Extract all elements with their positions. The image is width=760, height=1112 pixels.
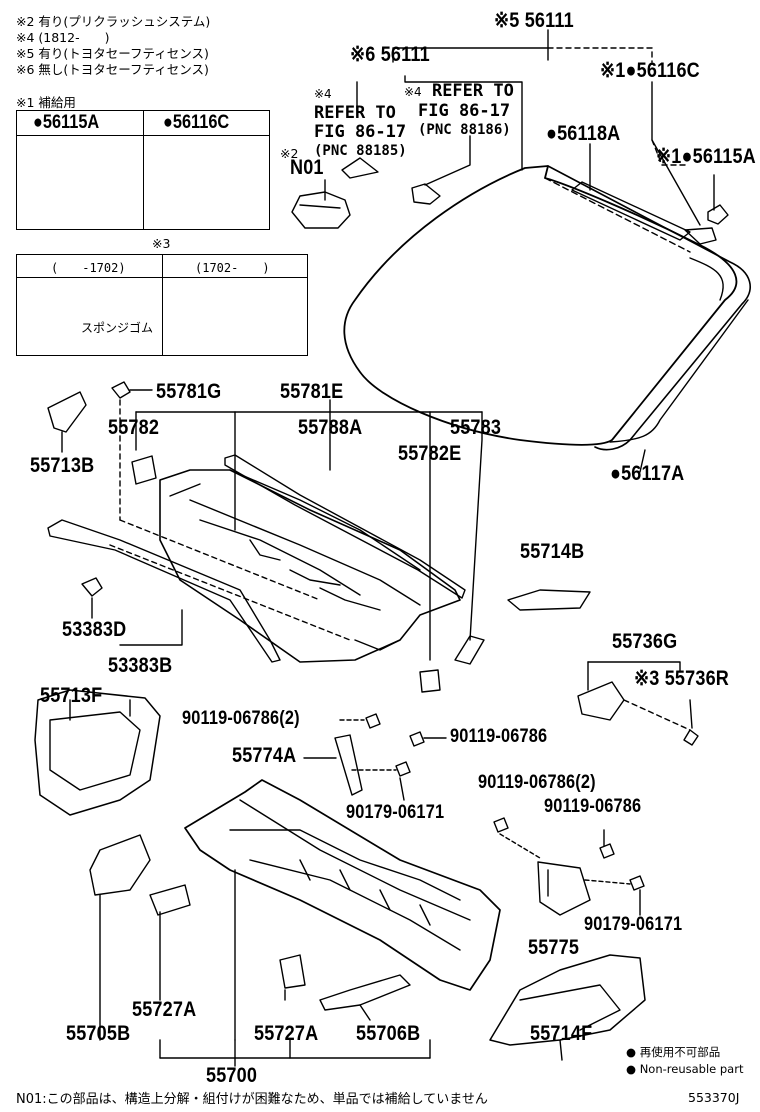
part-label-55781e: 55781E bbox=[280, 380, 344, 403]
supply-note: ※1 補給用 bbox=[16, 95, 76, 110]
cowl-louver-55781e bbox=[159, 469, 461, 663]
clip-box-note: ※3 bbox=[152, 236, 171, 251]
part-label-55788a: 55788A bbox=[298, 416, 363, 439]
ref-mark: ※4 bbox=[404, 85, 422, 99]
dash-panel-55700 bbox=[184, 779, 501, 991]
part-label-55713b: 55713B bbox=[30, 454, 95, 477]
part-label-55714f: 55714F bbox=[530, 1022, 593, 1045]
part-label-55700: 55700 bbox=[206, 1064, 258, 1087]
part-label-56116c: ※1●56116C bbox=[600, 59, 700, 82]
ref-line: REFER TO bbox=[314, 103, 396, 123]
moulding-56118a bbox=[571, 181, 691, 241]
windshield-glass bbox=[343, 165, 751, 451]
part-label-90119-06786-2a: 90119-06786(2) bbox=[182, 708, 300, 729]
part-label-55783: 55783 bbox=[450, 416, 502, 439]
part-label-55736r: ※3 55736R bbox=[634, 667, 730, 690]
part-label-55782e: 55782E bbox=[398, 442, 462, 465]
refer-to-right: ※4 REFER TO FIG 86-17 (PNC 88186) bbox=[404, 82, 514, 140]
note-line: ※5 有り(トヨタセーフティセンス) bbox=[16, 46, 209, 61]
part-label-55781g: 55781G bbox=[156, 380, 222, 403]
part-label-55713f: 55713F bbox=[40, 684, 103, 707]
part-label-55714b: 55714B bbox=[520, 540, 585, 563]
note-line: ※2 有り(プリクラッシュシステム) bbox=[16, 14, 211, 29]
clip-variant-box: ( -1702) (1702- ) スポンジゴム bbox=[16, 254, 308, 356]
legend-line: ● 再使用不可部品 bbox=[626, 1045, 721, 1059]
clip-period-early: ( -1702) bbox=[51, 261, 126, 275]
part-label-55782: 55782 bbox=[108, 416, 160, 439]
part-label-90179-06171a: 90179-06171 bbox=[346, 802, 445, 823]
ref-line: FIG 86-17 bbox=[418, 101, 511, 121]
clip-period-late: (1702- ) bbox=[195, 261, 270, 275]
part-label-55727a-right: 55727A bbox=[254, 1022, 319, 1045]
refer-to-left: ※4 REFER TO FIG 86-17 (PNC 88185) bbox=[314, 84, 407, 161]
part-label-56115a: ※1●56115A bbox=[656, 145, 756, 168]
part-label-90119-06786b: 90119-06786 bbox=[544, 796, 642, 817]
part-label-56111-top: ※5 56111 bbox=[494, 9, 574, 32]
part-label-55775: 55775 bbox=[528, 936, 580, 959]
supply-part-56115a: ●56115A bbox=[33, 112, 100, 133]
legend-line: ● Non-reusable part bbox=[626, 1062, 744, 1076]
supply-parts-box: ●56115A ●56116C bbox=[16, 110, 270, 230]
part-label-90119-06786-2b: 90119-06786(2) bbox=[478, 772, 596, 793]
ref-pnc: (PNC 88186) bbox=[418, 122, 511, 138]
part-label-n01: N01 bbox=[290, 156, 324, 179]
part-label-53383b: 53383B bbox=[108, 654, 173, 677]
legend: ● 再使用不可部品 ● Non-reusable part bbox=[626, 1044, 743, 1078]
part-label-55706b: 55706B bbox=[356, 1022, 421, 1045]
ref-pnc: (PNC 88185) bbox=[314, 143, 407, 159]
part-label-56111-mid: ※6 56111 bbox=[350, 43, 430, 66]
note-line: ※6 無し(トヨタセーフティセンス) bbox=[16, 62, 209, 77]
part-label-90119-06786a: 90119-06786 bbox=[450, 726, 548, 747]
part-label-55727a-left: 55727A bbox=[132, 998, 197, 1021]
supply-part-56116c: ●56116C bbox=[163, 112, 230, 133]
condition-notes: ※2 有り(プリクラッシュシステム) ※4 (1812- ) ※5 有り(トヨタ… bbox=[16, 14, 210, 78]
part-label-55736g: 55736G bbox=[612, 630, 678, 653]
note-line: ※4 (1812- ) bbox=[16, 30, 110, 45]
part-label-55774a: 55774A bbox=[232, 744, 297, 767]
part-label-56118a: ●56118A bbox=[546, 122, 621, 145]
part-label-55705b: 55705B bbox=[66, 1022, 131, 1045]
footer-note: N01:この部品は、構造上分解・組付けが困難なため、単品では補給していません bbox=[16, 1092, 488, 1107]
diagram-code: 553370J bbox=[688, 1090, 740, 1105]
sponge-rubber-label: スポンジゴム bbox=[81, 321, 154, 335]
ref-mark: ※4 bbox=[314, 87, 332, 101]
ref-line: REFER TO bbox=[431, 81, 514, 101]
n01-mark: ※2 bbox=[280, 146, 299, 161]
part-label-90179-06171b: 90179-06171 bbox=[584, 914, 683, 935]
part-label-53383d: 53383D bbox=[62, 618, 127, 641]
ref-line: FIG 86-17 bbox=[314, 122, 407, 142]
part-label-56117a: ●56117A bbox=[610, 462, 685, 485]
